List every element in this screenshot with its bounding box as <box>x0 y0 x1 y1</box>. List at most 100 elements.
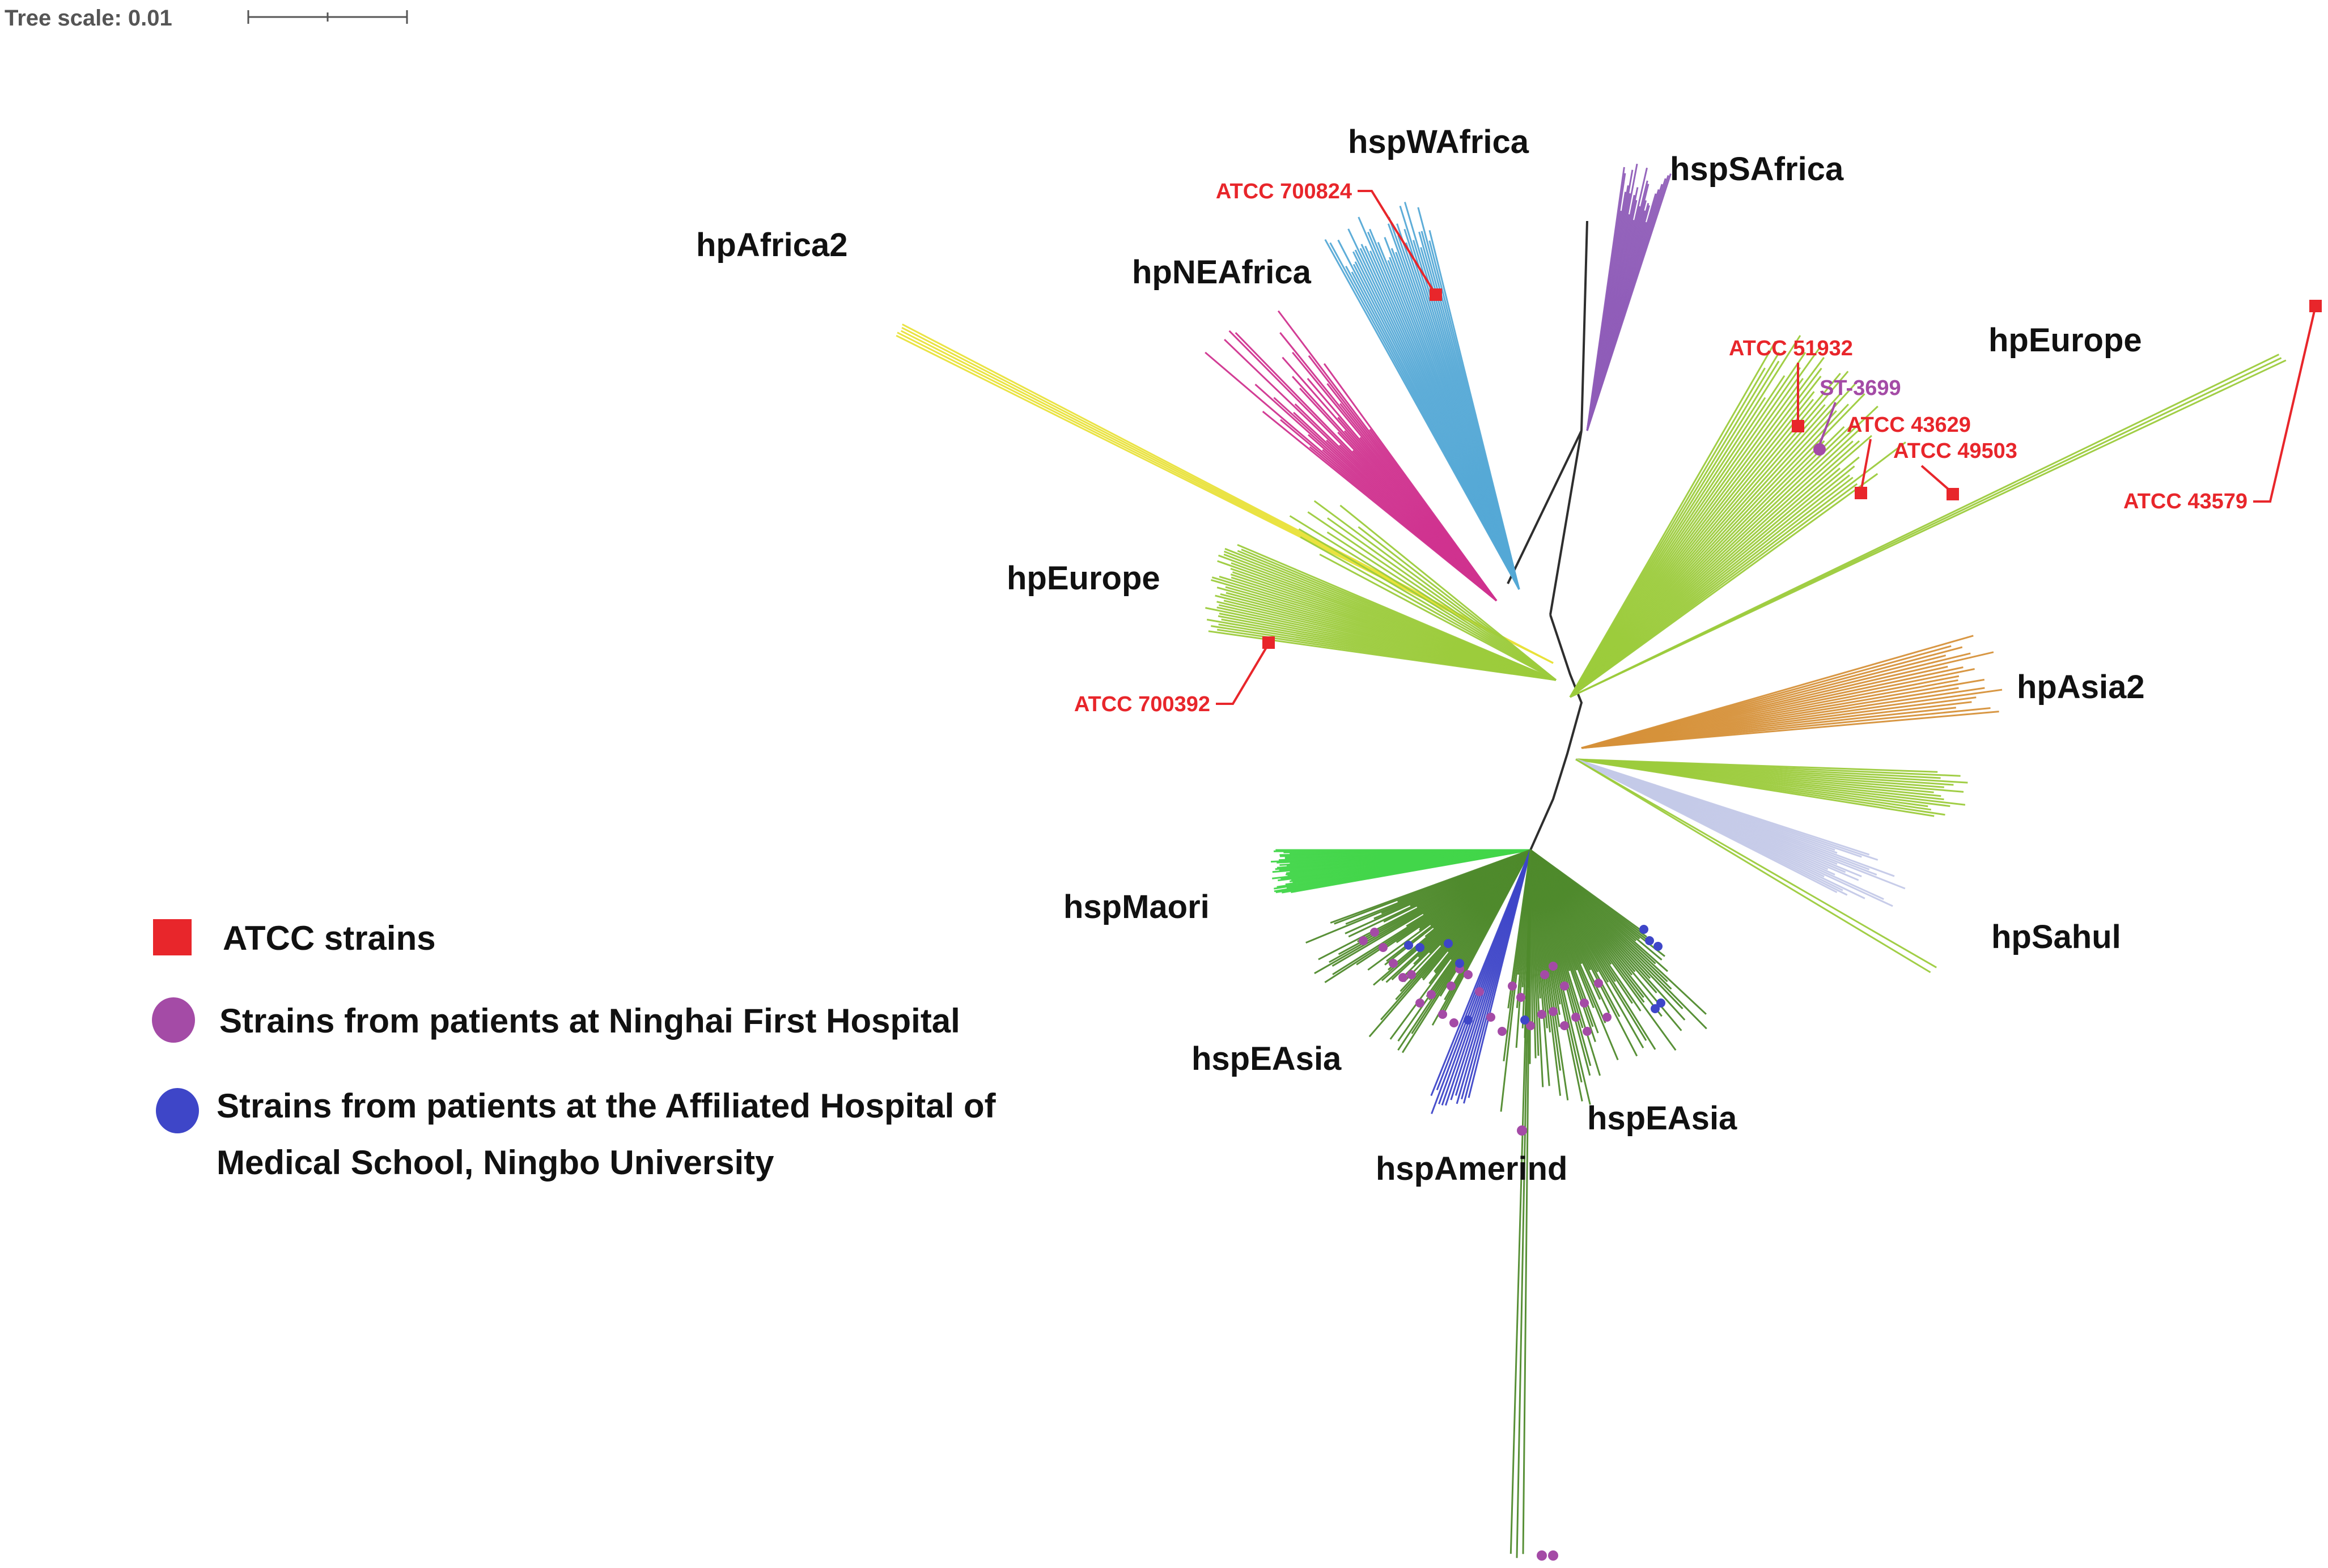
branch <box>1324 239 1520 590</box>
ningbo-isolate-marker <box>1656 998 1665 1008</box>
ninghai-isolate-marker <box>1571 1013 1580 1022</box>
clade-label-hpSahul: hpSahul <box>1991 919 2121 955</box>
clade-fan-hpEurope-left <box>1289 500 1557 681</box>
ninghai-isolate-marker <box>1813 443 1826 456</box>
ninghai-isolate-marker <box>1438 1010 1447 1019</box>
strain-label-atcc-700392: ATCC 700392 <box>1074 692 1210 716</box>
branch <box>1575 758 1931 974</box>
clade-label-hpEurope-right: hpEurope <box>1988 322 2142 359</box>
backbone-line <box>1529 614 1583 851</box>
ninghai-isolate-marker <box>1415 998 1424 1008</box>
ningbo-isolate-marker <box>1520 1015 1529 1025</box>
ninghai-isolate-marker <box>1549 1007 1558 1016</box>
ningbo-isolate-marker <box>1404 941 1413 950</box>
clade-label-hpAsia2: hpAsia2 <box>2017 669 2145 706</box>
clade-fan-hpEurope-right <box>1575 758 1968 817</box>
branch <box>1330 849 1531 924</box>
clade-label-hpNEAfrica: hpNEAfrica <box>1132 254 1312 291</box>
ninghai-isolate-marker <box>1398 973 1407 982</box>
clade-labels: hpAfrica2hpNEAfricahspWAfricahspSAfricah… <box>696 124 2145 1187</box>
atcc-strain-marker <box>1792 420 1804 432</box>
branch <box>1569 341 1776 698</box>
ninghai-isolate-marker <box>1548 1550 1558 1561</box>
ninghai-isolate-marker <box>1517 1125 1527 1136</box>
clade-label-hspAmerind: hspAmerind <box>1376 1150 1567 1187</box>
clade-label-hspSAfrica: hspSAfrica <box>1670 151 1844 188</box>
tree-scale-bar <box>247 10 408 24</box>
ninghai-isolate-marker <box>1498 1027 1507 1036</box>
branch <box>1575 758 1935 817</box>
branch <box>1326 531 1557 681</box>
ninghai-isolate-marker <box>1602 1013 1612 1022</box>
ningbo-isolate-marker <box>1651 1004 1660 1013</box>
tree-backbone <box>1507 220 1588 851</box>
strain-label-atcc-51932: ATCC 51932 <box>1729 337 1853 360</box>
atcc-strain-marker <box>2309 300 2322 312</box>
strain-label-atcc-49503: ATCC 49503 <box>1893 439 2017 463</box>
legend-ningbo-label-line2: Medical School, Ningbo University <box>217 1144 774 1182</box>
branch <box>1430 849 1532 1097</box>
ningbo-isolate-marker <box>1639 925 1648 934</box>
leader-line-atcc-700824 <box>1358 190 1437 296</box>
ninghai-isolate-marker <box>1516 993 1525 1002</box>
branch <box>1586 167 1625 431</box>
ninghai-isolate-marker <box>1464 970 1473 979</box>
ningbo-isolate-marker <box>1444 939 1453 948</box>
leader-line-atcc-43579 <box>2253 305 2317 503</box>
clade-fan-hpEurope-right <box>1569 335 1906 698</box>
clade-label-hspMaori: hspMaori <box>1063 889 1210 925</box>
legend-ninghai-label: Strains from patients at Ninghai First H… <box>219 1002 960 1040</box>
clade-fan-hpEurope-right <box>1575 758 1937 974</box>
atcc-strain-marker <box>1430 288 1442 301</box>
ningbo-isolate-marker <box>1653 942 1663 951</box>
clade-fan-hspEAsia-left <box>1305 849 1532 1053</box>
legend-ningbo-swatch <box>156 1088 199 1133</box>
clade-label-hpAfrica2: hpAfrica2 <box>696 227 848 264</box>
ningbo-isolate-marker <box>1455 959 1464 968</box>
legend-ningbo-label: Strains from patients at the Affiliated … <box>217 1087 996 1125</box>
strain-label-atcc-43579: ATCC 43579 <box>2123 490 2248 513</box>
clade-branches <box>896 163 2287 1558</box>
leader-line-st-3699 <box>1818 402 1837 445</box>
clade-fan-hspEAsia-right <box>1509 849 1532 1558</box>
branch <box>1516 849 1532 1558</box>
branch <box>1339 504 1557 681</box>
ninghai-isolate-marker <box>1560 981 1569 991</box>
leader-line-atcc-700392 <box>1216 643 1270 705</box>
ninghai-isolate-marker <box>1508 981 1517 991</box>
clade-fan-hspMaori <box>1270 849 1531 894</box>
clade-label-hspEAsia-right: hspEAsia <box>1587 1100 1737 1137</box>
branch <box>1575 758 1937 968</box>
branch <box>1307 511 1557 681</box>
ninghai-isolate-marker <box>1359 936 1368 945</box>
branch <box>1300 536 1557 681</box>
tree-scale-label: Tree scale: 0.01 <box>5 6 172 31</box>
branch <box>1327 517 1557 681</box>
clade-fan-hpAsia2 <box>1581 635 2003 749</box>
ningbo-isolate-marker <box>1645 936 1654 945</box>
ninghai-isolate-marker <box>1407 970 1416 979</box>
clade-fan-hpNEAfrica <box>1205 310 1498 602</box>
leader-line-atcc-43629 <box>1860 439 1872 492</box>
ninghai-isolate-marker <box>1447 981 1456 991</box>
ninghai-isolate-marker <box>1537 1010 1546 1019</box>
branch <box>1262 410 1497 602</box>
strain-label-atcc-43629: ATCC 43629 <box>1847 413 1971 437</box>
ninghai-isolate-marker <box>1475 987 1484 996</box>
clade-fan-hspEAsia-right <box>1500 849 1707 1112</box>
ninghai-isolate-marker <box>1370 928 1379 937</box>
ninghai-isolate-marker <box>1379 943 1388 952</box>
strain-label-atcc-700824: ATCC 700824 <box>1216 180 1352 203</box>
strain-label-st-3699: ST-3699 <box>1820 376 1901 400</box>
ninghai-isolate-marker <box>1526 1021 1535 1030</box>
legend-atcc-swatch <box>153 919 192 955</box>
ninghai-isolate-marker <box>1427 990 1436 999</box>
ninghai-isolate-marker <box>1549 962 1558 971</box>
branch <box>1581 635 1974 749</box>
ninghai-isolate-marker <box>1486 1013 1495 1022</box>
legend-atcc-label: ATCC strains <box>223 919 436 957</box>
clade-fan-hpSahul <box>1575 758 1906 907</box>
